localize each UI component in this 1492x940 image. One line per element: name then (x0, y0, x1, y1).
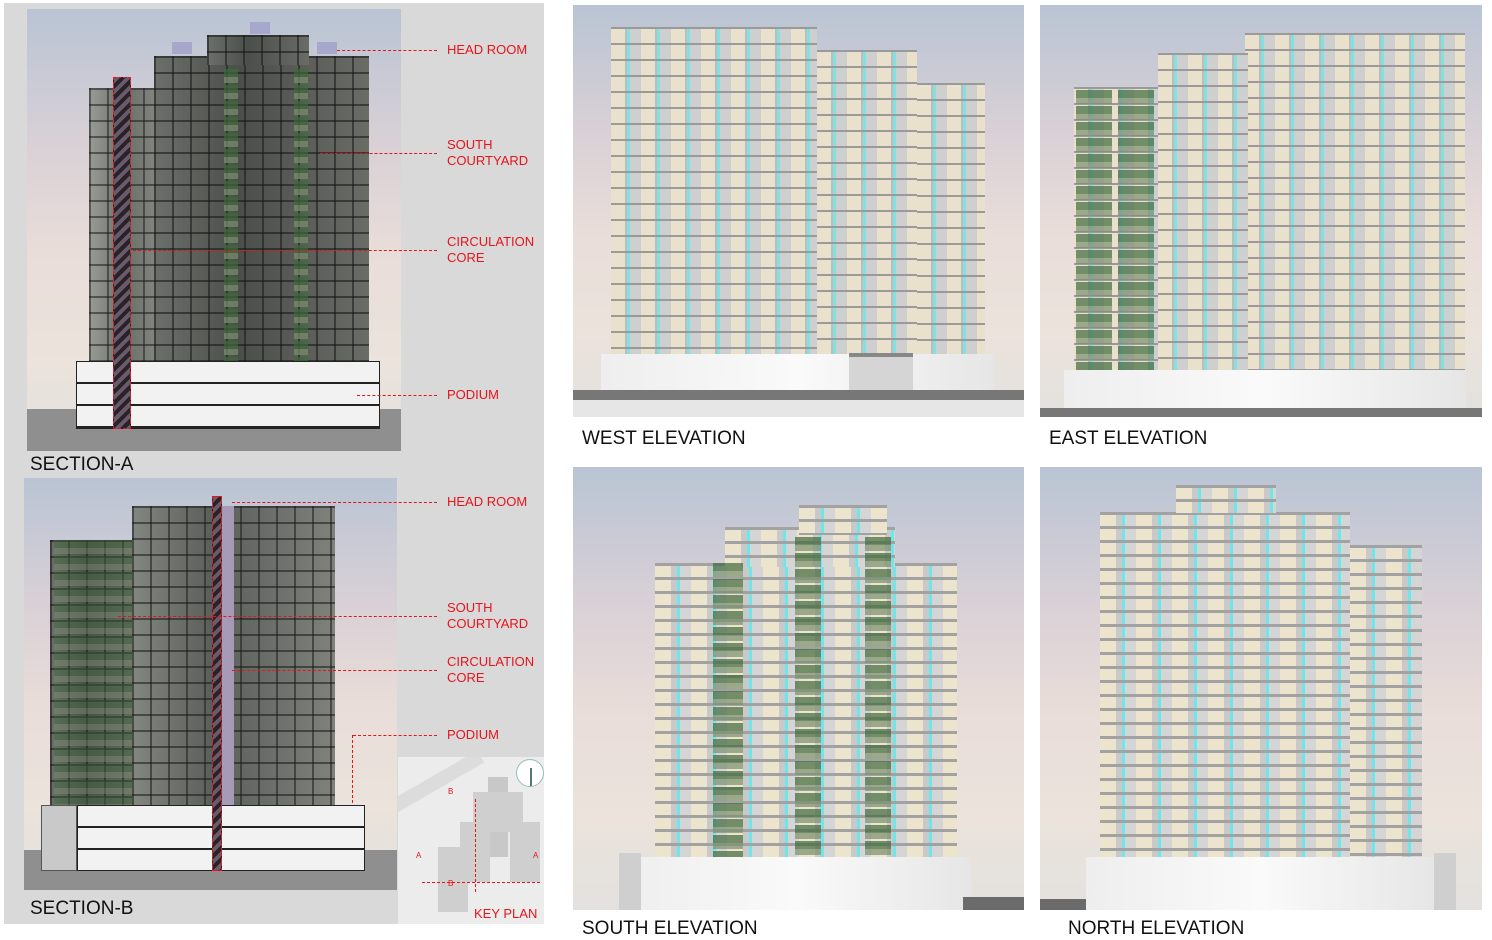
tower-main (154, 56, 369, 370)
podium (1064, 370, 1466, 410)
tower (817, 50, 917, 357)
leader-line (118, 616, 437, 617)
head-room (250, 22, 270, 34)
ground (1040, 899, 1086, 910)
section-a-title: SECTION-A (30, 454, 134, 475)
annotation-line: SOUTH (447, 600, 493, 615)
section-marker: B (448, 787, 454, 796)
core-shaft (222, 506, 234, 871)
greenery (865, 537, 891, 858)
ground (1040, 408, 1482, 417)
greenery (713, 563, 743, 858)
leader-line (337, 50, 437, 51)
head-room (172, 42, 192, 54)
greenery (795, 537, 821, 858)
greenery (1076, 90, 1112, 370)
building-footprint (510, 822, 540, 882)
section-b-title: SECTION-B (30, 898, 134, 919)
tower (799, 505, 887, 535)
annotation-line: CORE (447, 250, 485, 265)
annotation-head-room: HEAD ROOM (447, 494, 528, 509)
podium (1086, 857, 1436, 910)
tower (1100, 512, 1350, 859)
annotation-line: COURTYARD (447, 153, 529, 168)
courtyard-greenery (224, 69, 238, 369)
section-marker: A (533, 851, 539, 860)
north-elevation-title: NORTH ELEVATION (1068, 918, 1245, 939)
section-a-drawing (27, 9, 401, 451)
leader-line (320, 153, 437, 154)
annotation-podium: PODIUM (447, 387, 499, 402)
annotation-line: SOUTH (447, 137, 493, 152)
tower (1158, 53, 1248, 373)
west-elevation-title: WEST ELEVATION (582, 428, 746, 449)
tower (611, 27, 817, 357)
leader-line (232, 502, 437, 503)
leader-line (357, 395, 437, 396)
annotation-head-room: HEAD ROOM (447, 42, 528, 57)
south-elevation-drawing (573, 467, 1024, 910)
west-elevation-drawing (573, 5, 1024, 417)
podium-block (41, 805, 77, 871)
greenery (1118, 90, 1154, 370)
leader-line (232, 670, 437, 671)
annotation-podium: PODIUM (447, 727, 499, 742)
tower-top (207, 35, 309, 65)
section-marker: A (416, 851, 422, 860)
ground (963, 897, 1024, 910)
leader-line (353, 735, 437, 736)
annotation-line: CIRCULATION (447, 234, 535, 249)
section-line-b (475, 799, 476, 892)
annotation-line: CIRCULATION (447, 654, 535, 669)
leader-line (133, 250, 437, 251)
road (398, 757, 485, 818)
circulation-core (113, 77, 131, 429)
ramp (619, 853, 641, 910)
annotation-line: COURTYARD (447, 616, 529, 631)
tower (917, 83, 985, 357)
leader-line (352, 735, 353, 803)
key-plan: A A B B KEY PLAN (398, 757, 544, 924)
courtyard-greenery (54, 540, 134, 805)
podium (623, 857, 971, 910)
ground (573, 390, 1024, 417)
building-footprint (438, 847, 468, 912)
ramp (1434, 853, 1456, 910)
annotation-line: CORE (447, 670, 485, 685)
tower (1350, 545, 1422, 859)
north-elevation-drawing (1040, 467, 1482, 910)
section-b-drawing (24, 478, 397, 890)
tower-left-wing (50, 540, 140, 805)
head-room (317, 42, 337, 54)
section-line-a (422, 882, 540, 883)
tower (1245, 33, 1465, 373)
north-arrow-icon (516, 759, 544, 787)
east-elevation-drawing (1040, 5, 1482, 417)
circulation-core (212, 496, 222, 871)
tower (1176, 485, 1276, 515)
section-marker: B (448, 879, 454, 888)
key-plan-title: KEY PLAN (474, 906, 538, 921)
east-elevation-title: EAST ELEVATION (1049, 428, 1208, 449)
south-elevation-title: SOUTH ELEVATION (582, 918, 758, 939)
courtyard-greenery (294, 69, 308, 369)
